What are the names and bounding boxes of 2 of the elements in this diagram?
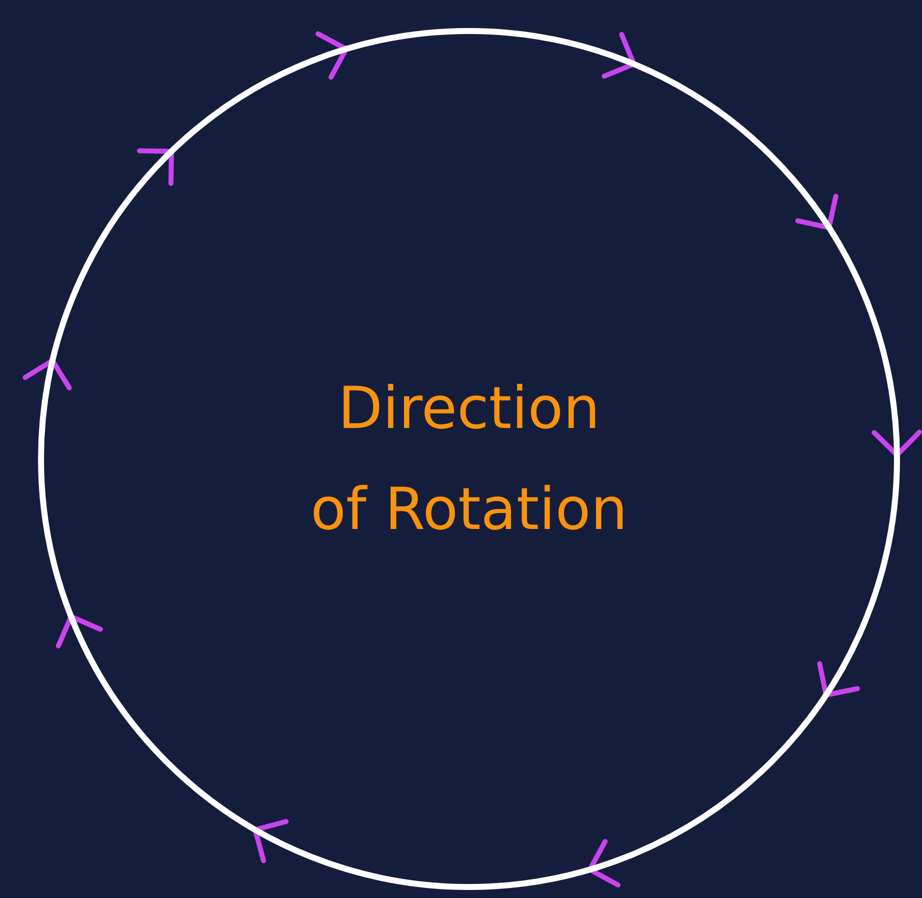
rotation-circle xyxy=(38,28,900,890)
circle-label: Direction of Rotation xyxy=(310,372,628,545)
